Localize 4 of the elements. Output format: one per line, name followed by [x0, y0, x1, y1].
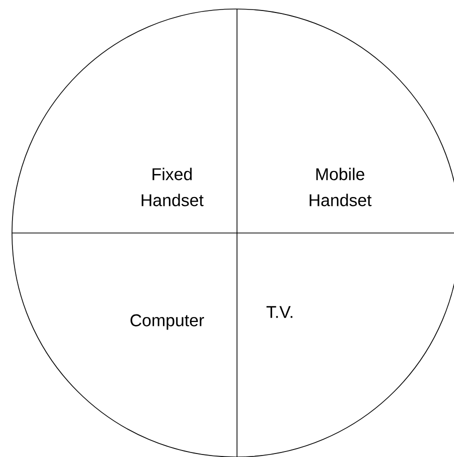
quadrant-label: Mobile Handset [310, 168, 372, 206]
quadrant-label: Computer [130, 314, 204, 330]
quadrant-label: Fixed Handset [142, 168, 204, 206]
quadrant-label: T.V. [266, 306, 292, 318]
